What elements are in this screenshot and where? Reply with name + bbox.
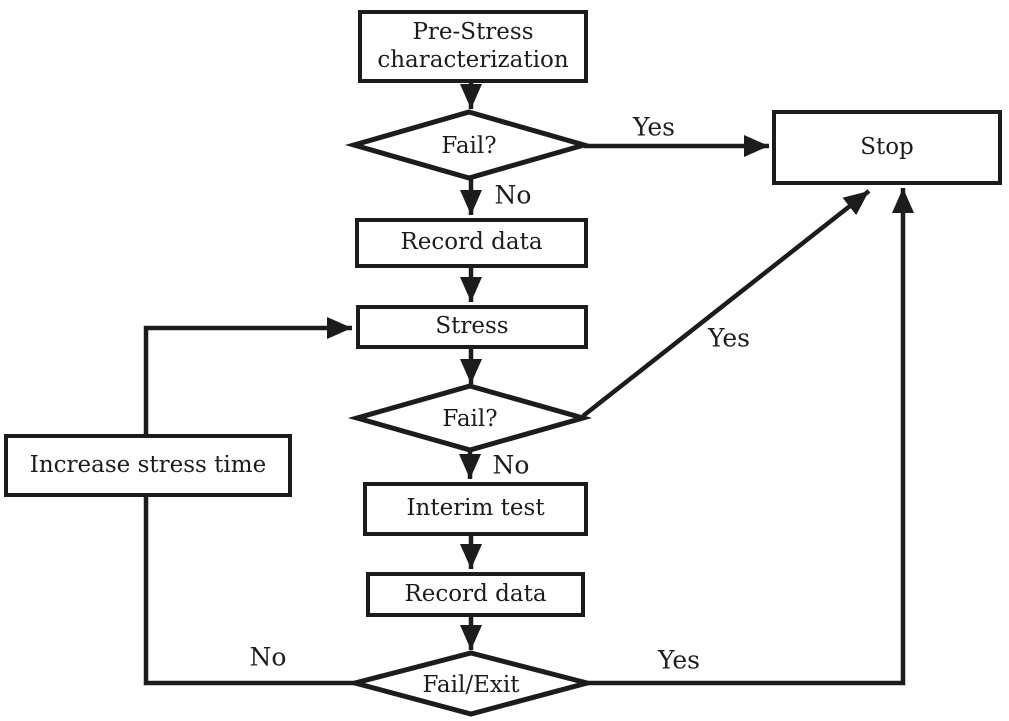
- edge-label-fail1-no: No: [494, 180, 532, 210]
- edge-fail2-yes-to-stop: [581, 189, 871, 418]
- edge-label-fail2-yes: Yes: [708, 323, 750, 353]
- edge-label-fail1-yes: Yes: [633, 112, 675, 142]
- node-pre-stress-characterization: Pre-Stress characterization: [358, 10, 588, 83]
- edge-fail-exit-no-to-increase-and-stress: [143, 317, 357, 686]
- edge-label-fail2-no: No: [492, 450, 530, 480]
- decision-fail2-label: Fail?: [442, 406, 498, 432]
- edge-label-fail-exit-no: No: [249, 642, 287, 672]
- node-interim-test: Interim test: [363, 482, 588, 536]
- decision-fail-exit-label: Fail/Exit: [422, 672, 520, 698]
- node-increase-stress-time: Increase stress time: [4, 434, 292, 497]
- decision-fail2-diamond: [347, 383, 593, 453]
- decision-fail-exit-diamond: [345, 650, 597, 717]
- node-record-data-2: Record data: [366, 572, 585, 617]
- edge-label-fail-exit-yes: Yes: [658, 645, 700, 675]
- node-stress: Stress: [356, 305, 588, 349]
- node-record-data-1: Record data: [355, 218, 588, 268]
- node-stop: Stop: [772, 110, 1002, 185]
- edge-fail-exit-yes-to-stop: [587, 188, 914, 686]
- decision-fail1-label: Fail?: [441, 133, 497, 159]
- decision-fail1-diamond: [344, 109, 594, 181]
